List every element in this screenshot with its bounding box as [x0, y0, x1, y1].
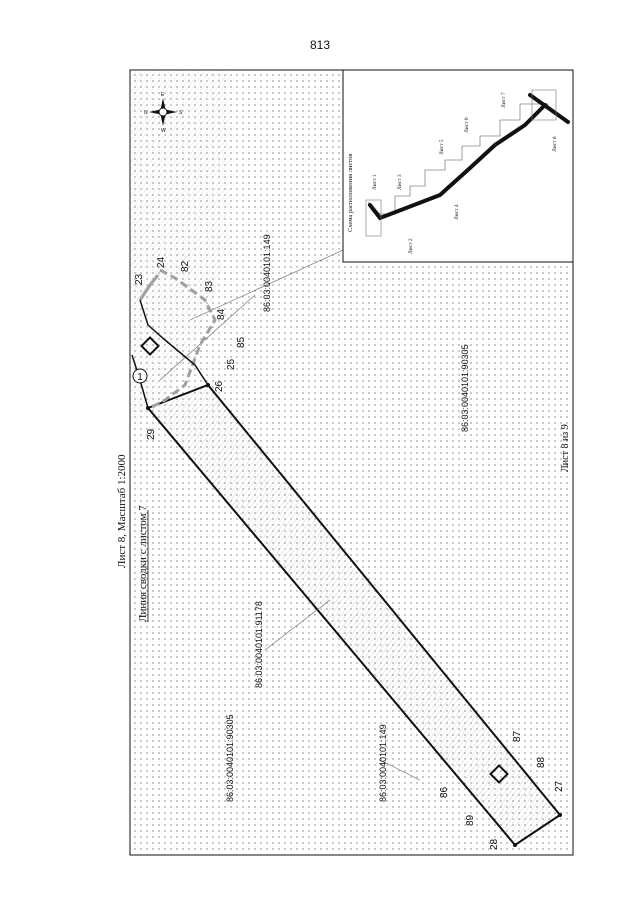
join-line-label: Линия сводки с листом 7 [137, 505, 149, 622]
point-label: 85 [236, 336, 247, 348]
inset-box [342, 69, 574, 263]
sheet-title: Лист 8, Масштаб 1:2000 [116, 454, 128, 568]
inset-sheet-label: Лист 8 [552, 136, 558, 152]
boundary-point [513, 843, 517, 847]
leader-line [379, 759, 421, 781]
inset-sheet-label: Лист 6 [464, 117, 470, 133]
point-label: 83 [204, 280, 215, 292]
boundary-line [139, 299, 209, 386]
leader-line [189, 239, 366, 321]
boundary-point [146, 406, 150, 410]
compass-letter-n: N [144, 110, 148, 116]
point-label: 25 [226, 358, 237, 370]
inset-title: Схема расположения листов [347, 154, 354, 232]
point-label: 23 [134, 273, 145, 285]
parcel-number: 86:03:0040101:149 [378, 724, 388, 802]
shaded-area-top [130, 70, 230, 420]
page-number: 813 [309, 38, 331, 52]
parcel-number: 86:03:0040101:91178 [254, 601, 264, 688]
inset-sheet-label: Лист 1 [372, 174, 378, 190]
leader-line [159, 294, 256, 381]
boundary-point [206, 383, 210, 387]
compass-rose-icon: N S E W [144, 92, 183, 134]
point-label: 29 [146, 428, 157, 440]
point-label: 24 [156, 256, 167, 268]
inset-diagram [365, 89, 570, 237]
circle-marker [132, 368, 148, 384]
parcel-number: 86:03:0040101:90305 [225, 714, 235, 802]
point-label: 84 [216, 308, 227, 320]
point-label: 26 [214, 380, 225, 392]
point-label: 88 [536, 756, 547, 768]
compass-letter-w: W [161, 128, 166, 134]
parcel-number: 86:03:0040101:149 [262, 234, 272, 312]
boundary-point [558, 813, 562, 817]
point-label: 86 [439, 786, 450, 798]
object-marker [489, 764, 509, 784]
inset-sheet-label: Лист 3 [397, 174, 403, 190]
point-label: 28 [489, 838, 500, 850]
leader-line [264, 599, 331, 651]
gray-boundary [138, 274, 160, 301]
compass-letter-e: E [161, 92, 165, 98]
compass-letter-s: S [179, 110, 183, 116]
point-label: 89 [465, 814, 476, 826]
inset-sheet-label: Лист 7 [501, 92, 507, 108]
point-label: 27 [554, 780, 565, 792]
inset-sheet-label: Лист 4 [454, 204, 460, 220]
circle-marker-label: 1 [137, 372, 143, 383]
gray-boundary [149, 268, 217, 410]
inset-sheet-label: Лист 5 [439, 139, 445, 155]
point-label: 87 [512, 730, 523, 742]
point-label: 82 [180, 260, 191, 272]
inset-sheet-label: Лист 2 [408, 238, 414, 254]
object-marker [140, 336, 160, 356]
sheet-counter: Лист 8 из 9 [560, 424, 571, 472]
parcel-number: 86:03:0040101:90305 [460, 344, 470, 432]
